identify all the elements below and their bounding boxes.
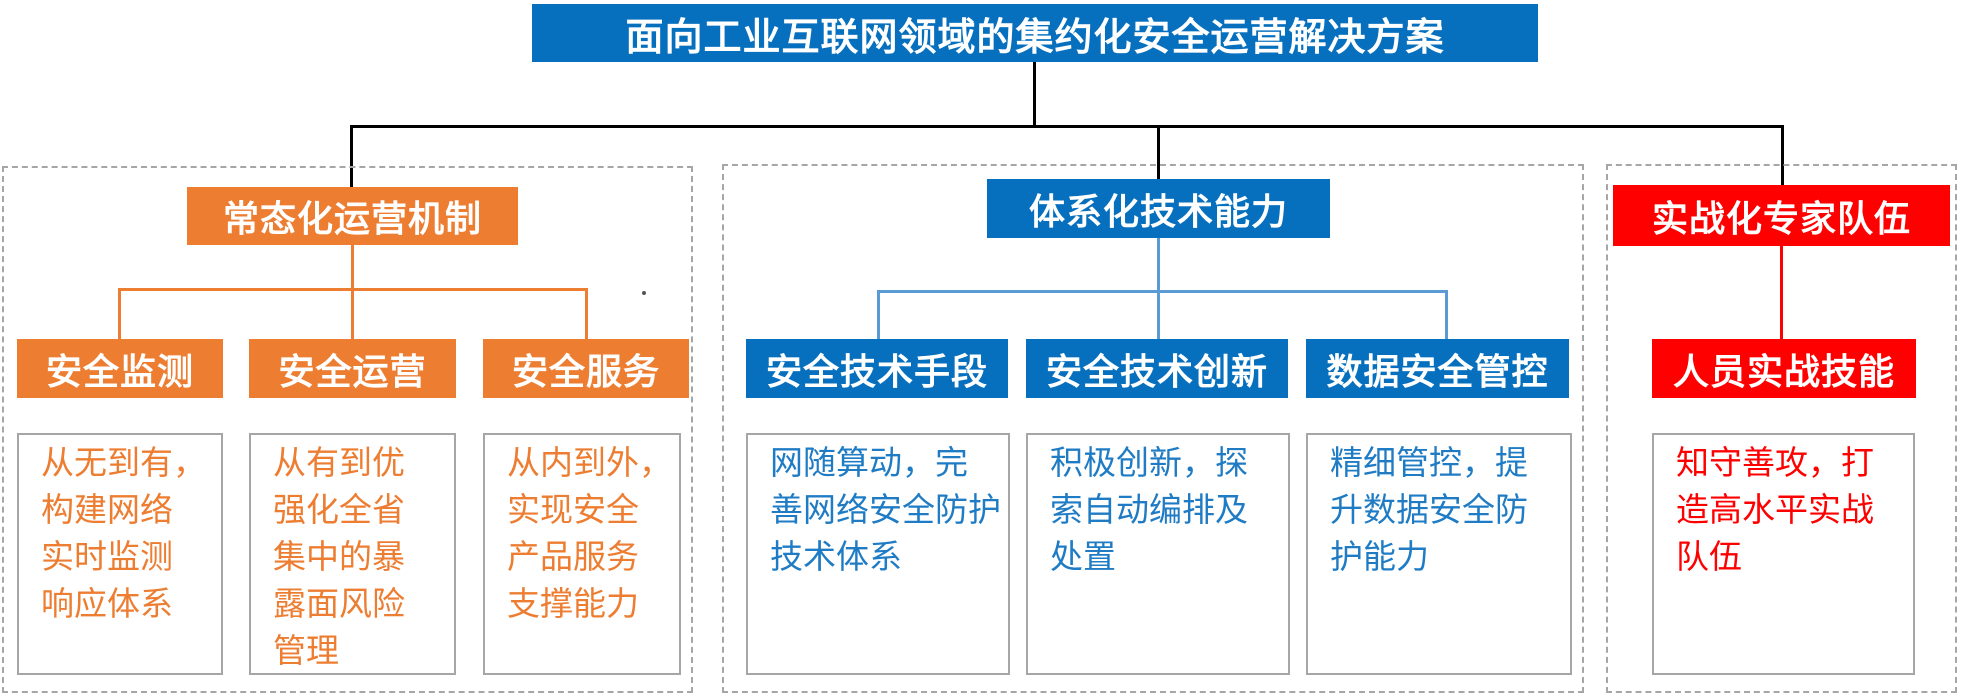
desc-personnel-combat-skills: 知守善攻，打 造高水平实战 队伍	[1652, 433, 1915, 675]
branch-header-ops: 常态化运营机制	[187, 187, 518, 245]
desc-security-service: 从内到外， 实现安全 产品服务 支撑能力	[483, 433, 681, 675]
connector-drop-ops-line	[350, 125, 353, 187]
desc-security-tech-means: 网随算动，完 善网络安全防护 技术体系	[746, 433, 1010, 675]
connector-drop-experts-line	[1781, 125, 1784, 185]
connector-root-stem-line	[1033, 62, 1036, 127]
connector-tech-drop-3-line	[1445, 290, 1448, 339]
sub-box-security-tech-innovation: 安全技术创新	[1026, 339, 1288, 398]
desc-security-tech-innovation: 积极创新，探 索自动编排及 处置	[1026, 433, 1290, 675]
branch-header-experts: 实战化专家队伍	[1613, 185, 1950, 246]
connector-tech-stem-line	[1157, 238, 1160, 339]
sub-box-personnel-combat-skills: 人员实战技能	[1652, 339, 1916, 398]
desc-security-monitoring: 从无到有， 构建网络 实时监测 响应体系	[17, 433, 223, 675]
desc-security-operation: 从有到优 强化全省 集中的暴 露面风险 管理	[249, 433, 456, 675]
connector-root-horizontal-line	[350, 125, 1784, 128]
group-container-experts	[1606, 164, 1957, 693]
connector-ops-stem-line	[351, 245, 354, 339]
connector-ops-horizontal-line	[118, 288, 588, 291]
sub-box-security-operation: 安全运营	[249, 339, 456, 398]
desc-data-security-control: 精细管控，提 升数据安全防 护能力	[1306, 433, 1572, 675]
stray-dot	[642, 291, 646, 295]
branch-header-tech: 体系化技术能力	[987, 179, 1330, 238]
connector-experts-stem-line	[1780, 246, 1783, 339]
sub-box-data-security-control: 数据安全管控	[1306, 339, 1569, 398]
connector-ops-drop-1-line	[118, 288, 121, 339]
sub-box-security-tech-means: 安全技术手段	[746, 339, 1008, 398]
sub-box-security-service: 安全服务	[483, 339, 689, 398]
group-container-ops	[2, 166, 693, 693]
connector-tech-drop-1-line	[877, 290, 880, 339]
group-container-tech	[722, 164, 1584, 693]
connector-tech-horizontal-line	[877, 290, 1448, 293]
diagram-title: 面向工业互联网领域的集约化安全运营解决方案	[532, 4, 1538, 62]
sub-box-security-monitoring: 安全监测	[17, 339, 223, 398]
connector-drop-tech-line	[1157, 125, 1160, 179]
connector-ops-drop-3-line	[585, 288, 588, 339]
